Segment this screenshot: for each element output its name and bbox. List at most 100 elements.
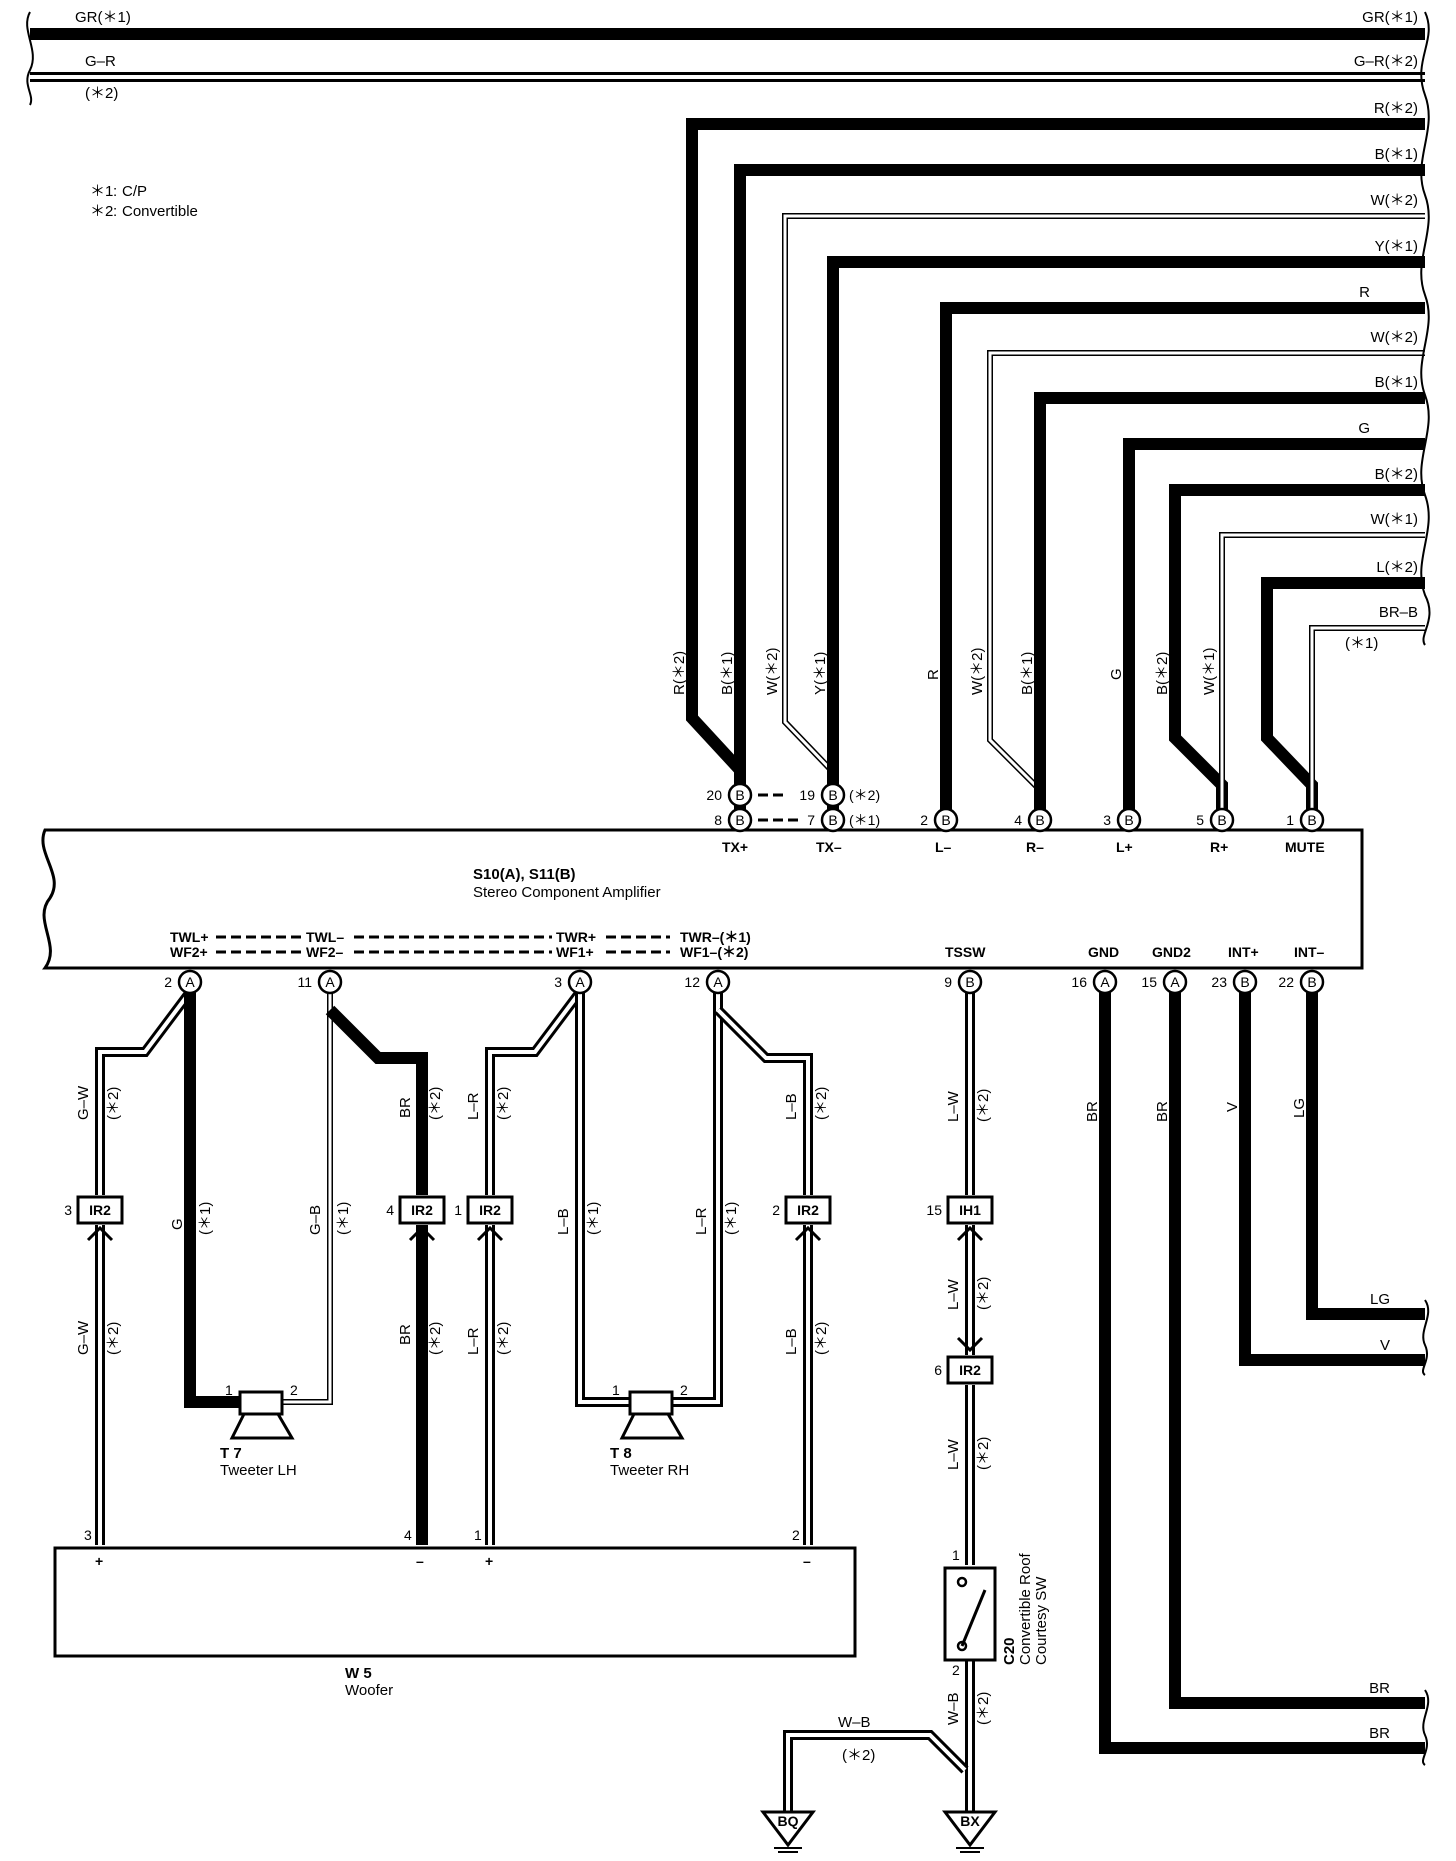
connector-ir2-2-pin: 2 <box>772 1202 780 1218</box>
wire-br-woofer-upper <box>325 1005 428 1195</box>
right-edge-breaks <box>26 11 1431 1766</box>
label-right-12-note: (＊1) <box>1345 635 1378 652</box>
vl-gw-upper: G–W <box>75 1085 92 1120</box>
vlabel-10: W(＊1) <box>1201 648 1218 696</box>
wire-y-1 <box>827 256 1425 815</box>
label-gr-right: GR(＊1) <box>1362 9 1418 26</box>
vl-br-upper: BR <box>397 1097 414 1118</box>
pin-letter-12-bot: A <box>713 974 723 990</box>
wire-w-1-i <box>1220 533 1425 815</box>
label-rp: R+ <box>1210 839 1228 855</box>
label-br-right-1: BR <box>1369 1680 1390 1697</box>
pin-num-8: 8 <box>714 812 722 828</box>
break-mark-left <box>26 11 34 106</box>
pin-circle-9-bot <box>957 969 983 995</box>
wire-lb-tweeter-o <box>575 992 630 1407</box>
label-g-r-right: G–R(＊2) <box>1354 53 1418 70</box>
wire-lb-woofer-upper-i <box>716 1008 810 1195</box>
inline-connectors: IR2 3 IR2 4 IR2 1 IR2 2 IH1 15 IR2 6 <box>64 1195 994 1385</box>
vl-gnd-br: BR <box>1084 1101 1101 1122</box>
connector-ih1-15-pin: 15 <box>926 1202 942 1218</box>
vl-int-v: V <box>1224 1102 1241 1112</box>
chevron-ih1-15 <box>956 1225 984 1242</box>
pin-circle-19 <box>820 782 846 808</box>
label-wf2m: WF2– <box>306 944 344 960</box>
pin-circle-2-top <box>933 807 959 833</box>
chevron-ir2-6 <box>956 1336 984 1353</box>
wire-lb-tweeter-i <box>578 992 630 1404</box>
wire-b-1 <box>734 164 1425 815</box>
tweeter-rh: 1 2 T 8 Tweeter RH <box>610 1382 689 1479</box>
pin-letter-8: B <box>735 812 744 828</box>
connector-ir2-3-pin: 3 <box>64 1202 72 1218</box>
pin-letter-2-bot: A <box>185 974 195 990</box>
label-right-2: B(＊1) <box>1375 146 1418 163</box>
vl-lb-lower: L–B <box>783 1328 800 1355</box>
connector-ir2-2 <box>784 1195 832 1225</box>
pin-circle-22-bot <box>1299 969 1325 995</box>
pin-num-23-bot: 23 <box>1211 974 1227 990</box>
pin-circle-20 <box>727 782 753 808</box>
ground-bq: BQ <box>759 1810 817 1853</box>
label-wf1m: WF1–(＊2) <box>680 944 748 960</box>
woofer-pin-2: 2 <box>792 1527 800 1543</box>
vl-br-lower: BR <box>397 1324 414 1345</box>
note-colon-1: : <box>113 183 117 200</box>
pin-num-12-bot: 12 <box>684 974 700 990</box>
note-value-1: C/P <box>122 183 147 200</box>
connector-ir2-2-name: IR2 <box>797 1202 819 1218</box>
label-lg-right: LG <box>1370 1291 1390 1308</box>
pin-num-16-bot: 16 <box>1071 974 1087 990</box>
tweeter-lh-name: Tweeter LH <box>220 1462 297 1479</box>
vlabel-7: B(＊1) <box>1019 652 1036 695</box>
label-twrp: TWR+ <box>556 929 596 945</box>
label-twlm: TWL– <box>306 929 344 945</box>
tweeter-rh-name: Tweeter RH <box>610 1462 689 1479</box>
pin-note-19: (＊2) <box>849 787 880 803</box>
ground-bx-name: BX <box>960 1813 980 1829</box>
connector-ir2-4-name: IR2 <box>411 1202 433 1218</box>
pin-num-2-top: 2 <box>920 812 928 828</box>
pin-num-19: 19 <box>799 787 815 803</box>
label-rm: R– <box>1026 839 1044 855</box>
vl-lr-tw: L–R <box>693 1207 710 1235</box>
pin-circle-4-top <box>1027 807 1053 833</box>
label-tssw: TSSW <box>945 944 986 960</box>
pin-letter-5-top: B <box>1217 812 1226 828</box>
label-gnd: GND <box>1088 944 1119 960</box>
vl-br-lower-note: (＊2) <box>427 1322 444 1355</box>
pin-num-1-top: 1 <box>1286 812 1294 828</box>
label-twlp: TWL+ <box>170 929 209 945</box>
woofer-box <box>53 1546 857 1658</box>
chevron-ir2-4 <box>408 1225 436 1242</box>
pin-circle-3-top <box>1116 807 1142 833</box>
pin-circle-12-bot <box>705 969 731 995</box>
woofer-pin-4: 4 <box>404 1527 412 1543</box>
vlabel-2: B(＊1) <box>719 652 736 695</box>
label-right-11: L(＊2) <box>1376 559 1418 576</box>
pin-letter-19: B <box>828 787 837 803</box>
connector-ir2-3-name: IR2 <box>89 1202 111 1218</box>
vl-gw-upper-note: (＊2) <box>105 1087 122 1120</box>
label-right-9: B(＊2) <box>1375 466 1418 483</box>
woofer-sign-2: – <box>803 1553 811 1569</box>
pin-letter-2-top: B <box>941 812 950 828</box>
vl-int-lg: LG <box>1291 1098 1308 1118</box>
pin-num-15-bot: 15 <box>1141 974 1157 990</box>
vl-lr-tw-note: (＊1) <box>723 1202 740 1235</box>
switch-name-2: Courtesy SW <box>1033 1576 1050 1665</box>
pin-letter-4-top: B <box>1035 812 1044 828</box>
label-lp: L+ <box>1116 839 1133 855</box>
wire-gb-o <box>282 992 333 1405</box>
vl-br-upper-note: (＊2) <box>427 1087 444 1120</box>
label-right-1: R(＊2) <box>1374 100 1418 117</box>
connector-ir2-4 <box>398 1195 446 1225</box>
ground-bq-name: BQ <box>778 1813 799 1829</box>
vl-gw-lower-note: (＊2) <box>105 1322 122 1355</box>
stereo-component-amplifier: S10(A), S11(B) Stereo Component Amplifie… <box>41 828 1364 970</box>
label-mute: MUTE <box>1285 839 1325 855</box>
pin-circle-3-bot <box>567 969 593 995</box>
vl-lw-3: L–W <box>945 1438 962 1470</box>
top-wires: GR(＊1) GR(＊1) G–R (＊2) G–R(＊2) <box>30 9 1425 102</box>
pin-num-7: 7 <box>807 812 815 828</box>
